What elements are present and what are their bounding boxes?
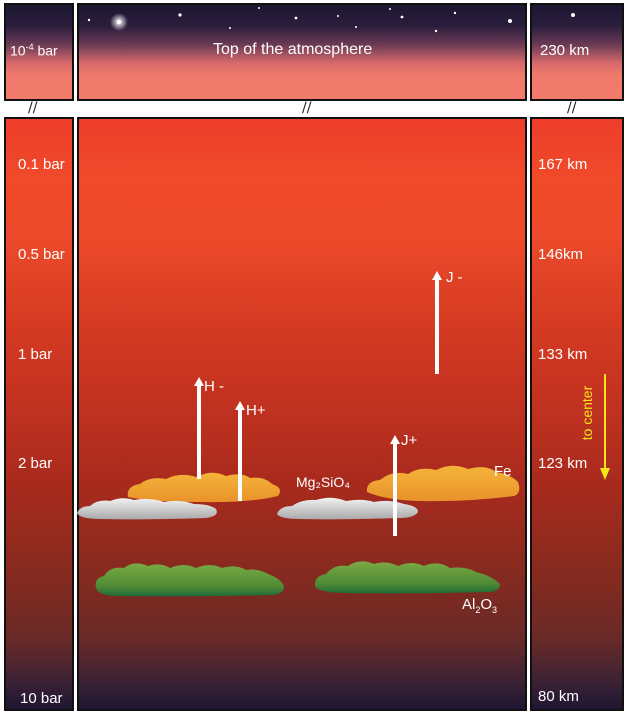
star	[178, 13, 182, 17]
star	[87, 18, 91, 22]
pressure-column	[4, 117, 74, 711]
top-pressure-unit: bar	[33, 42, 58, 59]
forsterite-label: Mg₂SiO₄	[296, 474, 350, 490]
star	[434, 29, 438, 33]
break-mark-right: //	[567, 100, 577, 116]
altitude-label: 133 km	[538, 346, 588, 363]
iron-cloud-right	[366, 465, 520, 502]
top-pressure-base: 10	[10, 42, 26, 59]
j-minus-arrow	[432, 271, 442, 374]
h-minus-label: H -	[204, 378, 224, 395]
pressure-label: 0.1 bar	[18, 156, 65, 173]
j-plus-arrow	[390, 435, 400, 536]
star	[571, 13, 575, 17]
pressure-label: 2 bar	[18, 455, 53, 472]
altitude-label: 146km	[538, 246, 584, 263]
altitude-label: 80 km	[538, 688, 579, 705]
top-left-panel: 10-4 bar	[4, 3, 74, 101]
star	[258, 7, 260, 9]
corundum-label-o: O	[480, 596, 493, 613]
corundum-label-sub1: 2	[475, 605, 481, 615]
star	[294, 16, 298, 20]
to-center-label: to center	[579, 385, 596, 441]
star	[389, 8, 391, 10]
star	[508, 19, 512, 23]
top-center-panel: Top of the atmosphere	[77, 3, 527, 101]
h-plus-arrow	[235, 401, 245, 501]
top-altitude-label: 230 km	[540, 42, 590, 59]
corundum-label-sub2: 3	[492, 605, 498, 615]
iron-label: Fe	[494, 463, 512, 480]
corundum-cloud-left	[95, 563, 285, 597]
star	[337, 15, 339, 17]
break-mark-center: //	[302, 100, 312, 116]
j-plus-label: J+	[401, 432, 418, 449]
pressure-label: 0.5 bar	[18, 246, 65, 263]
star	[400, 15, 404, 19]
h-minus-arrow	[194, 377, 204, 479]
top-of-atmosphere-label: Top of the atmosphere	[213, 41, 373, 58]
star-field	[87, 7, 575, 33]
corundum-cloud-right	[314, 561, 500, 594]
pressure-label: 10 bar	[20, 690, 63, 707]
corundum-label: Al2O3	[462, 596, 497, 615]
j-minus-label: J -	[446, 269, 463, 286]
pressure-label: 1 bar	[18, 346, 53, 363]
altitude-label: 123 km	[538, 455, 588, 472]
altitude-label: 167 km	[538, 156, 588, 173]
star	[229, 27, 231, 29]
top-pressure-label: 10-4 bar	[10, 42, 58, 59]
star	[355, 26, 357, 28]
iron-cloud-left	[127, 472, 280, 503]
top-right-panel: 230 km	[530, 3, 624, 101]
star	[453, 11, 457, 15]
break-mark-left: //	[28, 100, 38, 116]
corundum-label-al: Al	[462, 596, 476, 613]
altitude-column	[530, 117, 624, 711]
h-plus-label: H+	[246, 402, 266, 419]
silicate-cloud-right	[277, 497, 418, 520]
to-center-arrow	[600, 374, 610, 480]
atmosphere-main-panel	[77, 117, 527, 711]
top-pressure-exp: -4	[25, 42, 34, 52]
silicate-cloud-left	[77, 498, 217, 520]
